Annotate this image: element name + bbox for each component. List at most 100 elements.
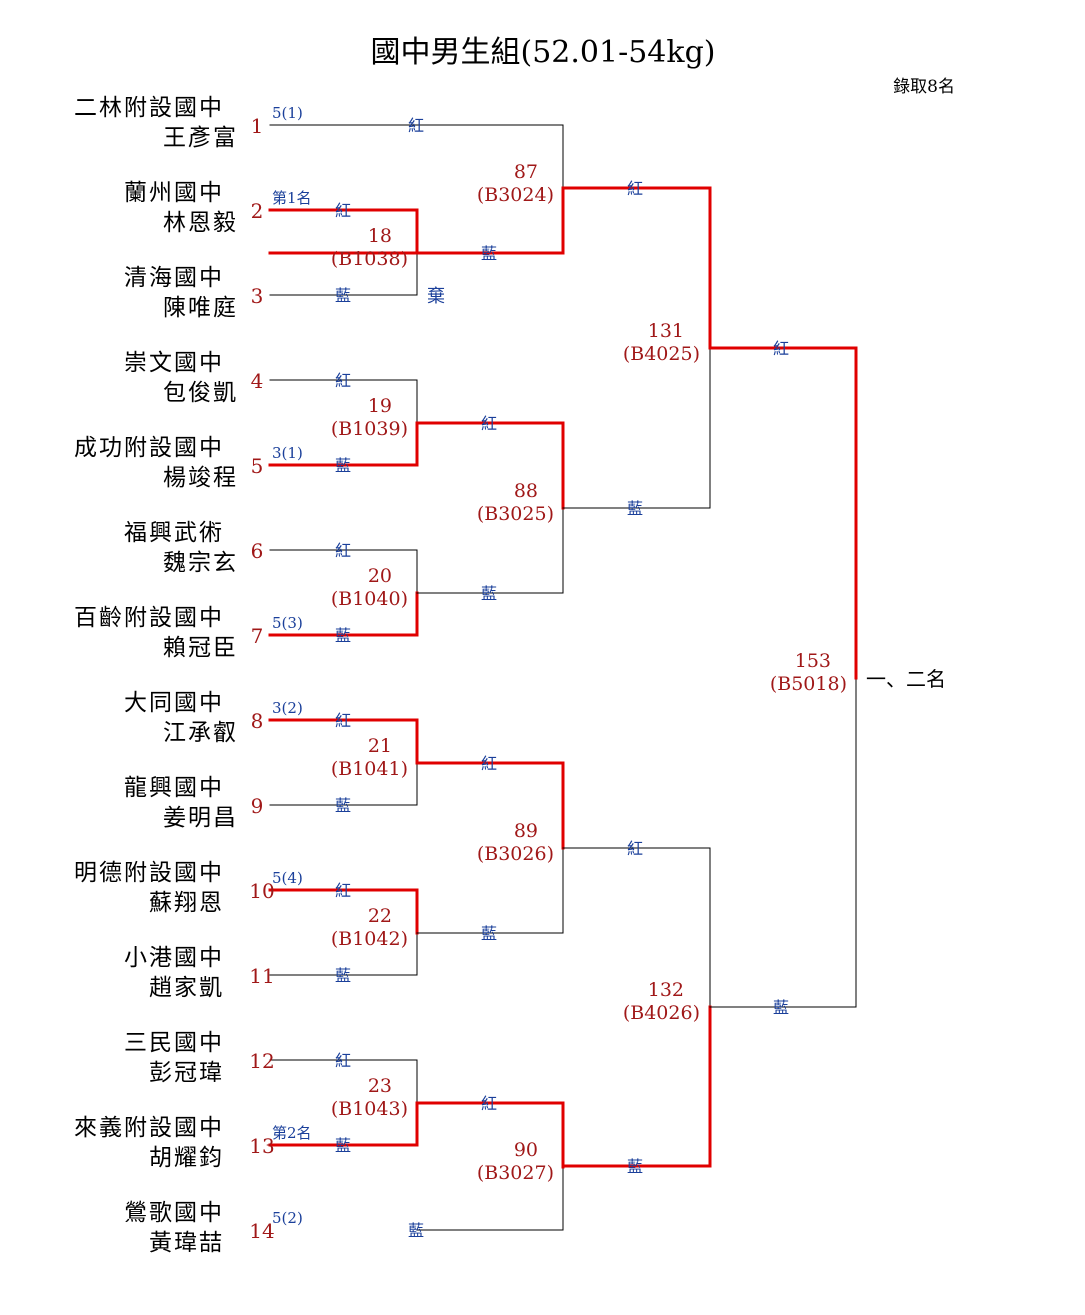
red-corner-label: 紅 <box>481 414 497 433</box>
blue-corner-label: 藍 <box>335 626 351 645</box>
entrant-name: 姜明昌 <box>163 805 238 831</box>
entrant-seed: 9 <box>251 794 264 818</box>
entrant-school: 龍興國中 <box>124 775 224 801</box>
entrant-school: 成功附設國中 <box>74 435 224 461</box>
match-code: (B3024) <box>477 184 554 206</box>
match-number: 87 <box>514 161 538 183</box>
match-number: 19 <box>368 395 392 417</box>
entrant-school: 蘭州國中 <box>124 180 224 206</box>
entrant-name: 蘇翔恩 <box>149 890 224 916</box>
blue-corner-label: 藍 <box>408 1221 424 1240</box>
red-corner-label: 紅 <box>335 1051 351 1070</box>
match-code: (B1039) <box>331 418 408 440</box>
match-number: 20 <box>368 565 392 587</box>
entrant-name: 黃瑋喆 <box>149 1230 224 1256</box>
red-corner-label: 紅 <box>335 201 351 220</box>
entrant-seed: 8 <box>251 709 264 733</box>
entrant-school: 福興武術 <box>124 520 224 546</box>
match-number: 22 <box>368 905 392 927</box>
entrant-seed: 1 <box>251 114 264 138</box>
entrant-note: 5(2) <box>272 1209 303 1227</box>
entrant-school: 來義附設國中 <box>74 1115 224 1141</box>
match-number: 132 <box>648 979 684 1001</box>
match-number: 153 <box>795 650 831 672</box>
match-code: (B1041) <box>331 758 408 780</box>
entrant-seed: 7 <box>251 624 264 648</box>
match-number: 23 <box>368 1075 392 1097</box>
entrant-name: 胡耀鈞 <box>149 1145 224 1171</box>
blue-corner-label: 藍 <box>335 796 351 815</box>
entrant-school: 崇文國中 <box>124 350 224 376</box>
blue-corner-label: 藍 <box>481 584 497 603</box>
entrant-seed: 10 <box>249 879 274 903</box>
blue-corner-label: 藍 <box>481 924 497 943</box>
blue-corner-label: 藍 <box>335 456 351 475</box>
blue-corner-label: 藍 <box>627 1157 643 1176</box>
entrant-note: 3(1) <box>272 444 303 462</box>
blue-corner-label: 藍 <box>627 499 643 518</box>
blue-corner-label: 藍 <box>335 1136 351 1155</box>
match-number: 21 <box>368 735 392 757</box>
entrant-seed: 6 <box>251 539 264 563</box>
entrant-name: 包俊凱 <box>163 380 238 406</box>
entrant-name: 江承叡 <box>163 720 238 746</box>
match-number: 89 <box>514 820 538 842</box>
entrant-name: 魏宗玄 <box>163 550 238 576</box>
entrant-name: 彭冠瑋 <box>149 1060 224 1086</box>
entrant-name: 賴冠臣 <box>163 635 238 661</box>
red-corner-label: 紅 <box>627 179 643 198</box>
page-title: 國中男生組(52.01-54kg) <box>371 35 716 70</box>
entrant-seed: 14 <box>249 1219 274 1243</box>
entrant-name: 楊竣程 <box>163 465 238 491</box>
red-corner-label: 紅 <box>773 339 789 358</box>
red-corner-label: 紅 <box>481 1094 497 1113</box>
entrant-school: 百齡附設國中 <box>74 605 224 631</box>
match-code: (B3025) <box>477 503 554 525</box>
match-code: (B1042) <box>331 928 408 950</box>
match-number: 18 <box>368 225 392 247</box>
match-number: 88 <box>514 480 538 502</box>
entrant-school: 小港國中 <box>124 945 224 971</box>
red-corner-label: 紅 <box>481 754 497 773</box>
entrant-seed: 4 <box>251 369 264 393</box>
red-corner-label: 紅 <box>335 371 351 390</box>
entrant-name: 趙家凱 <box>149 975 224 1001</box>
red-corner-label: 紅 <box>335 881 351 900</box>
match-number: 131 <box>648 320 684 342</box>
entrant-seed: 11 <box>249 964 274 988</box>
entrant-note: 第2名 <box>272 1124 312 1142</box>
entrant-seed: 2 <box>251 199 264 223</box>
blue-corner-label: 藍 <box>773 998 789 1017</box>
entrant-note: 3(2) <box>272 699 303 717</box>
entrant-school: 鶯歌國中 <box>124 1200 224 1226</box>
match-code: (B4026) <box>623 1002 700 1024</box>
match-code: (B4025) <box>623 343 700 365</box>
match-code: (B1038) <box>331 248 408 270</box>
entrant-name: 王彥富 <box>163 125 238 151</box>
entrant-name: 陳唯庭 <box>163 295 238 321</box>
entrant-seed: 13 <box>249 1134 274 1158</box>
blue-corner-label: 藍 <box>335 966 351 985</box>
match-code: (B5018) <box>770 673 847 695</box>
red-corner-label: 紅 <box>627 839 643 858</box>
entrant-seed: 5 <box>251 454 264 478</box>
match-code: (B1040) <box>331 588 408 610</box>
match-number: 90 <box>514 1139 538 1161</box>
entrant-note: 5(3) <box>272 614 303 632</box>
entrant-seed: 3 <box>251 284 264 308</box>
entrant-note: 5(1) <box>272 104 303 122</box>
entrant-name: 林恩毅 <box>163 210 238 236</box>
blue-corner-label: 藍 <box>481 244 497 263</box>
entrant-note: 5(4) <box>272 869 303 887</box>
entrant-school: 二林附設國中 <box>74 95 224 121</box>
quota-note: 錄取8名 <box>893 77 955 97</box>
bracket-lines <box>268 124 858 1231</box>
entrant-school: 三民國中 <box>124 1030 224 1056</box>
match-code: (B3027) <box>477 1162 554 1184</box>
match-code: (B3026) <box>477 843 554 865</box>
blue-corner-label: 藍 <box>335 286 351 305</box>
final-placement-label: 一、二名 <box>866 667 946 691</box>
entrant-school: 大同國中 <box>124 690 224 716</box>
red-corner-label: 紅 <box>335 711 351 730</box>
